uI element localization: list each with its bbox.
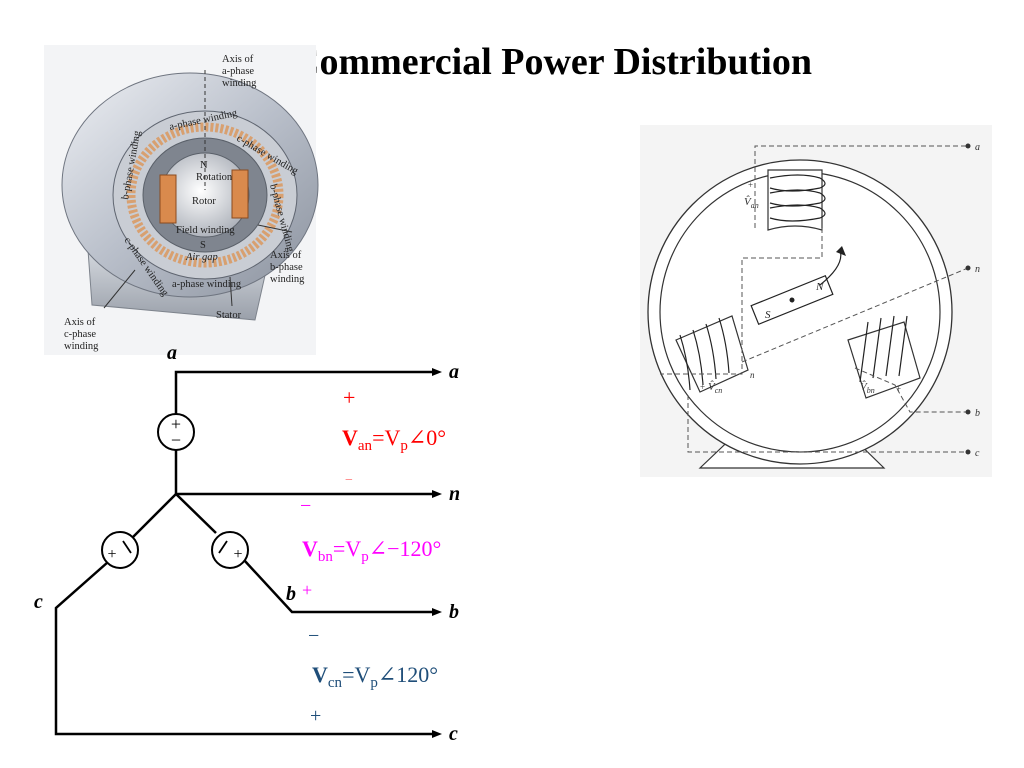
source-a-minus: − <box>171 430 181 450</box>
s-pole-label: S <box>200 240 206 251</box>
axis-c-label-3: winding <box>64 341 99 352</box>
terminal-c-label: c <box>449 723 458 745</box>
n-pole-label: N <box>200 160 208 171</box>
axis-c-line <box>103 269 136 309</box>
stator-leader-line <box>229 276 233 307</box>
source-b: + <box>211 531 249 569</box>
field-winding-label: Field winding <box>176 225 235 236</box>
node-a-label: a <box>167 342 177 364</box>
axis-b-label-1: Axis of <box>270 250 302 261</box>
vbn-phasor: Vbn=Vp∠−120° <box>302 536 441 565</box>
terminal-a-label: a <box>975 142 980 153</box>
vbn-plus: + <box>896 384 901 394</box>
coil-a-winding <box>769 174 826 222</box>
vcn-label: V̂cn <box>708 380 722 395</box>
stator-label: Stator <box>216 310 242 321</box>
vcn-phasor: Vcn=Vp∠120° <box>312 662 438 691</box>
rotation-label: Rotation <box>196 172 233 183</box>
coil-b-winding <box>859 315 908 383</box>
rotor-label: Rotor <box>192 196 216 207</box>
source-c: + <box>101 531 139 569</box>
source-b-plus: + <box>233 546 242 563</box>
wye-wires <box>54 370 435 736</box>
field-winding-right <box>231 169 249 219</box>
rotor-n-pole: N <box>815 281 824 293</box>
van-phasor: Van=Vp∠0° <box>342 425 446 454</box>
van-label: V̂an <box>744 195 759 210</box>
van-plus: + <box>343 385 355 410</box>
node-c-label: c <box>34 591 43 613</box>
axis-a-label-3: winding <box>222 78 257 89</box>
neutral-label: n <box>750 370 755 380</box>
dashed-wiring <box>660 145 969 453</box>
page-title: Commercial Power Distribution <box>292 41 812 83</box>
terminal-b-label: b <box>449 601 459 623</box>
source-c-plus: + <box>107 546 116 563</box>
stator-winding-ring <box>126 122 284 268</box>
node-labels: a c b a n b c <box>34 342 460 745</box>
vbn-label: V̂bn <box>860 380 875 395</box>
axis-c-label-2: c-phase <box>64 329 96 340</box>
source-a: + − <box>157 413 195 451</box>
vbn-minus: − <box>300 495 311 517</box>
van-plus: + <box>748 180 753 190</box>
van-minus: − <box>345 473 353 488</box>
terminal-b-label: b <box>975 408 980 419</box>
axis-b-label-2: b-phase <box>270 262 303 273</box>
a-phase-winding-label-bottom: a-phase winding <box>172 279 242 290</box>
rotor-s-pole: S <box>765 309 771 321</box>
terminal-n-label: n <box>449 483 460 505</box>
terminal-n-label: n <box>975 264 980 275</box>
axis-a-label-2: a-phase <box>222 66 254 77</box>
terminal-dots <box>965 143 971 455</box>
coil-c-winding <box>679 317 730 391</box>
axis-b-line <box>257 224 293 233</box>
rotor-magnet <box>750 274 834 326</box>
field-winding-left <box>159 174 177 224</box>
axis-a-label-1: Axis of <box>222 54 254 65</box>
vcn-plus: + <box>310 705 321 727</box>
vcn-minus: − <box>308 625 319 647</box>
air-gap-label: Air gap <box>185 252 218 263</box>
axis-c-label-1: Axis of <box>64 317 96 328</box>
axis-b-label-3: winding <box>270 274 305 285</box>
node-b-plus: + <box>302 580 312 600</box>
terminal-c-label: c <box>975 448 980 459</box>
terminal-a-label: a <box>449 361 459 383</box>
node-b-label: b <box>286 583 296 605</box>
vcn-plus: + <box>700 382 705 392</box>
wye-arrowheads <box>432 368 442 738</box>
rotation-arrowhead <box>836 246 846 256</box>
source-a-plus: + <box>171 414 181 434</box>
